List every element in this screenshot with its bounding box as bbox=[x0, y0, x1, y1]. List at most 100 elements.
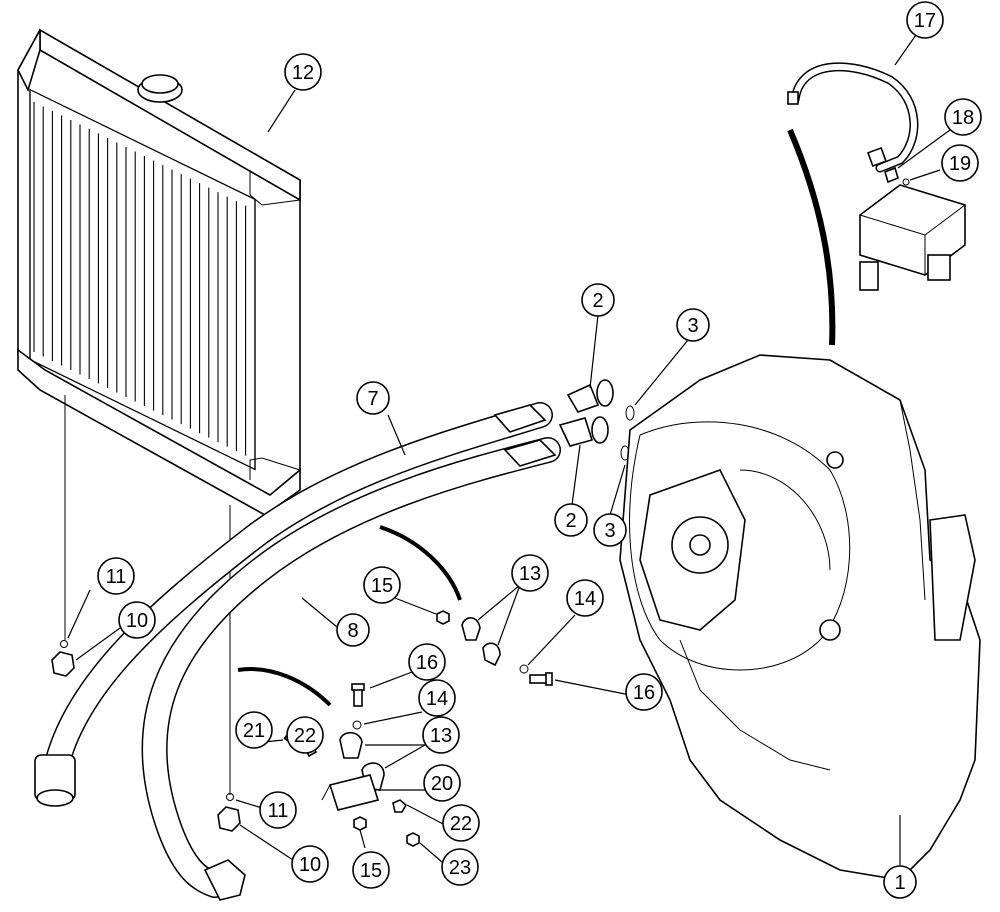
callout-8: 8 bbox=[336, 613, 370, 647]
fitting-18 bbox=[884, 166, 899, 184]
callout-number: 18 bbox=[952, 107, 974, 129]
bolt-16-right bbox=[529, 672, 553, 686]
callout-16: 16 bbox=[625, 673, 663, 711]
callout-circle bbox=[511, 554, 549, 592]
fitting-10-lower bbox=[217, 806, 241, 832]
callout-circle bbox=[883, 865, 917, 899]
callout-circle bbox=[566, 579, 604, 617]
callout-11: 11 bbox=[259, 791, 297, 829]
nut-23 bbox=[406, 832, 420, 847]
callout-7: 7 bbox=[356, 381, 390, 415]
callout-number: 2 bbox=[565, 510, 576, 532]
valve-block bbox=[859, 184, 966, 291]
callout-2: 2 bbox=[581, 283, 615, 317]
callout-22: 22 bbox=[286, 716, 324, 754]
callout-number: 8 bbox=[347, 620, 358, 642]
callout-number: 20 bbox=[431, 773, 453, 795]
callout-circle bbox=[291, 845, 329, 883]
hose-8-elbow-nut bbox=[203, 859, 246, 901]
callout-13: 13 bbox=[511, 554, 549, 592]
callout-2: 2 bbox=[554, 503, 588, 537]
callout-circle bbox=[944, 98, 982, 136]
callout-number: 21 bbox=[243, 720, 265, 742]
callout-circle bbox=[418, 679, 456, 717]
callout-circle bbox=[408, 643, 446, 681]
callout-11: 11 bbox=[97, 557, 135, 595]
callout-number: 1 bbox=[894, 872, 905, 894]
o-ring-11-left bbox=[60, 640, 68, 648]
callout-17: 17 bbox=[906, 1, 944, 39]
o-ring-19 bbox=[902, 178, 910, 186]
hose-8 bbox=[141, 437, 561, 901]
callout-22: 22 bbox=[442, 804, 480, 842]
callout-number: 13 bbox=[430, 725, 452, 747]
callout-circle bbox=[676, 308, 710, 342]
o-ring-3-upper bbox=[625, 405, 635, 421]
callout-19: 19 bbox=[941, 144, 979, 182]
callout-number: 11 bbox=[106, 566, 127, 588]
leader-lines bbox=[67, 31, 951, 865]
callout-circle bbox=[625, 673, 663, 711]
hose-7 bbox=[34, 402, 553, 807]
callout-number: 12 bbox=[292, 62, 314, 84]
callout-13: 13 bbox=[422, 716, 460, 754]
callout-number: 13 bbox=[519, 563, 541, 585]
callout-14: 14 bbox=[566, 579, 604, 617]
callout-15: 15 bbox=[363, 566, 401, 604]
fitting-10-left bbox=[51, 651, 75, 677]
nut-15-upper bbox=[436, 610, 450, 625]
callout-circle bbox=[286, 716, 324, 754]
radiator bbox=[17, 28, 301, 516]
clamp-13-upper bbox=[461, 617, 501, 667]
callout-number: 14 bbox=[426, 688, 448, 710]
callout-circle bbox=[352, 851, 390, 889]
install-arc-lower bbox=[237, 667, 332, 707]
callout-circle bbox=[363, 566, 401, 604]
callout-15: 15 bbox=[352, 851, 390, 889]
callout-number: 23 bbox=[449, 857, 471, 879]
callout-12: 12 bbox=[284, 53, 322, 91]
callout-circle bbox=[422, 716, 460, 754]
elbow-fitting-2-upper bbox=[566, 379, 614, 413]
radiator-core-fins bbox=[33, 101, 247, 456]
callout-circle bbox=[423, 764, 461, 802]
callout-number: 22 bbox=[294, 725, 316, 747]
callout-circle bbox=[941, 144, 979, 182]
callout-number: 22 bbox=[450, 813, 472, 835]
callout-10: 10 bbox=[118, 601, 156, 639]
washer-22-right bbox=[392, 799, 408, 813]
callout-3: 3 bbox=[593, 513, 627, 547]
callout-16: 16 bbox=[408, 643, 446, 681]
o-ring-11-lower bbox=[226, 793, 234, 801]
bracket-20 bbox=[321, 774, 380, 811]
callout-circle bbox=[442, 804, 480, 842]
callout-number: 17 bbox=[914, 10, 936, 32]
callout-number: 10 bbox=[299, 854, 321, 876]
callout-3: 3 bbox=[676, 308, 710, 342]
callout-number: 7 bbox=[367, 388, 378, 410]
callout-21: 21 bbox=[235, 711, 273, 749]
callout-14: 14 bbox=[418, 679, 456, 717]
callout-number: 16 bbox=[416, 652, 438, 674]
callout-number: 14 bbox=[574, 588, 596, 610]
install-arc-middle bbox=[379, 525, 462, 601]
callout-circle bbox=[336, 613, 370, 647]
callout-circle bbox=[284, 53, 322, 91]
callout-circle bbox=[593, 513, 627, 547]
callout-number: 16 bbox=[633, 682, 655, 704]
bolt-16-left bbox=[351, 683, 365, 707]
callout-number: 11 bbox=[268, 800, 289, 822]
callout-circle bbox=[581, 283, 615, 317]
callout-circle bbox=[235, 711, 273, 749]
callout-number: 15 bbox=[360, 860, 382, 882]
callout-number: 3 bbox=[687, 315, 698, 337]
elbow-fitting-2-lower bbox=[558, 416, 609, 447]
callout-10: 10 bbox=[291, 845, 329, 883]
callout-circle bbox=[259, 791, 297, 829]
callout-18: 18 bbox=[944, 98, 982, 136]
callout-number: 10 bbox=[126, 610, 148, 632]
install-arc-right bbox=[787, 128, 836, 346]
nut-15-lower bbox=[353, 816, 367, 831]
